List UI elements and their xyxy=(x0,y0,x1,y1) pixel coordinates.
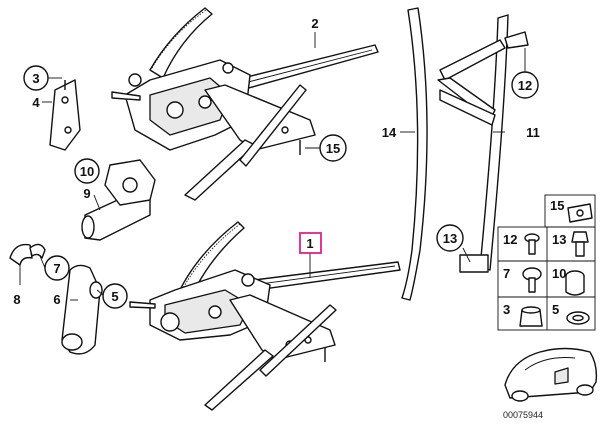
callout-15[interactable]: 15 xyxy=(319,134,347,162)
bracket-8[interactable] xyxy=(9,243,33,266)
legend-thumb-13 xyxy=(571,231,589,257)
callout-7[interactable]: 7 xyxy=(44,255,70,281)
callout-8[interactable]: 8 xyxy=(13,292,20,307)
callout-label: 7 xyxy=(53,261,60,276)
callout-label: 15 xyxy=(326,141,340,156)
callout-label: 12 xyxy=(518,78,532,93)
lower-window-regulator[interactable] xyxy=(129,221,401,411)
legend-thumb-12 xyxy=(524,233,540,255)
callout-label: 1 xyxy=(306,236,313,251)
callout-11[interactable]: 11 xyxy=(526,125,540,140)
callout-5[interactable]: 5 xyxy=(102,283,128,309)
callout-12[interactable]: 12 xyxy=(511,71,539,99)
car-location-icon xyxy=(504,347,598,402)
callout-2[interactable]: 2 xyxy=(311,16,318,31)
legend-label-13: 13 xyxy=(552,232,566,247)
callout-label: 10 xyxy=(80,164,94,179)
callout-label: 11 xyxy=(526,125,540,140)
bracket-4[interactable] xyxy=(49,79,81,151)
bushing-7[interactable] xyxy=(29,243,46,259)
callout-label: 13 xyxy=(443,231,457,246)
legend-label-7: 7 xyxy=(503,266,510,281)
legend-thumb-10 xyxy=(565,270,585,296)
legend-thumb-7 xyxy=(522,267,542,293)
diagram-id: 00075944 xyxy=(503,410,543,420)
callout-3[interactable]: 3 xyxy=(23,65,49,91)
legend-label-12: 12 xyxy=(503,232,517,247)
legend-label-3: 3 xyxy=(503,302,510,317)
legend-thumb-5 xyxy=(566,311,590,325)
leader-lines xyxy=(19,32,526,301)
guide-bracket-11[interactable] xyxy=(437,14,529,273)
window-motor-9[interactable] xyxy=(81,159,156,241)
callout-label: 4 xyxy=(32,95,40,110)
legend-label-10: 10 xyxy=(552,266,566,281)
callout-9[interactable]: 9 xyxy=(83,186,90,201)
upper-window-regulator[interactable] xyxy=(111,7,379,201)
callout-14[interactable]: 14 xyxy=(382,125,397,140)
callout-13[interactable]: 13 xyxy=(436,224,464,252)
legend-grid xyxy=(497,194,596,331)
legend-thumb-15 xyxy=(567,203,593,223)
legend-label-5: 5 xyxy=(552,302,559,317)
callout-label: 5 xyxy=(111,289,118,304)
callout-label: 14 xyxy=(382,125,397,140)
legend-thumb-3 xyxy=(519,306,543,327)
callout-10[interactable]: 10 xyxy=(74,158,100,184)
legend-label-15: 15 xyxy=(550,198,564,213)
callout-6[interactable]: 6 xyxy=(53,292,60,307)
callout-4[interactable]: 4 xyxy=(32,95,40,110)
cable-drum-6[interactable] xyxy=(61,264,103,355)
guide-rail-14[interactable] xyxy=(401,7,428,301)
callout-label: 9 xyxy=(83,186,90,201)
callout-label: 3 xyxy=(32,71,39,86)
callout-label: 6 xyxy=(53,292,60,307)
callout-label: 8 xyxy=(13,292,20,307)
callout-1[interactable]: 1 xyxy=(299,232,322,254)
callout-label: 2 xyxy=(311,16,318,31)
